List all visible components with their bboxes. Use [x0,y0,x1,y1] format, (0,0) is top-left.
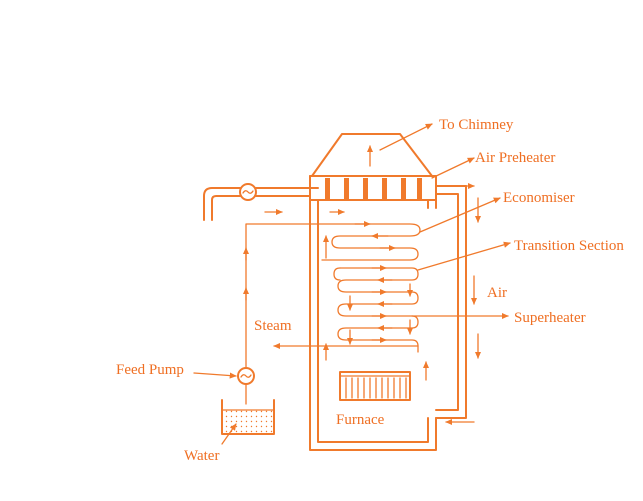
preheater-tube [363,178,368,200]
top-pump-icon [239,183,257,201]
to-chimney-pointer [379,123,433,151]
furnace-grate [339,371,411,401]
superheater-coils [333,264,419,353]
preheater-tube [325,178,330,200]
riser-tubes [322,235,430,381]
label-feed-pump: Feed Pump [116,362,184,378]
water-pointer [221,423,237,445]
feed-water-pipe [203,183,319,221]
economiser-pointer [419,197,501,233]
air-preheater-pointer [431,157,475,179]
preheater-tube [382,178,387,200]
transition-pointer [417,241,511,271]
air-duct [435,182,482,426]
label-furnace: Furnace [336,412,385,428]
label-economiser: Economiser [503,190,575,206]
feed-line [237,208,319,405]
feed-pump-pointer [193,372,237,379]
label-superheater: Superheater [514,310,586,326]
preheater-tube [344,178,349,200]
preheater-tube [417,178,422,200]
feed-pump-icon [237,367,255,385]
water-tank [221,399,275,435]
label-transition-section: Transition Section [514,238,624,254]
label-water: Water [184,448,219,464]
preheater-tube [401,178,406,200]
label-steam: Steam [254,318,292,334]
label-air-preheater: Air Preheater [475,150,555,166]
air-preheater-block [309,175,437,201]
label-to-chimney: To Chimney [439,117,514,133]
economiser-coils [317,208,421,261]
boiler-casing [309,199,437,451]
chimney-hood [309,133,437,177]
label-air: Air [487,285,507,301]
